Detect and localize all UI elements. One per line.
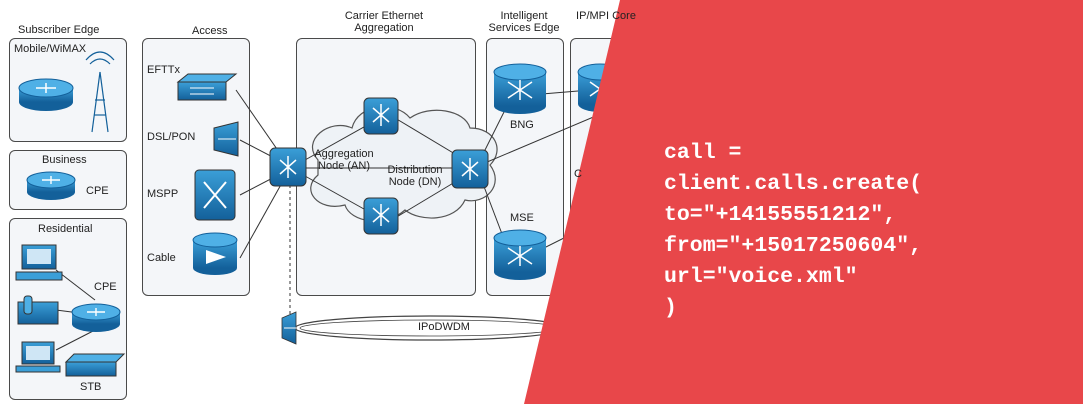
access-item-cable: Cable [147, 252, 176, 264]
distribution-node-label: Distribution Node (DN) [387, 164, 443, 188]
code-line: ) [664, 296, 677, 320]
business-label: Business [42, 154, 87, 166]
laptop-icon [15, 341, 61, 373]
dwdm-device-icon [281, 311, 297, 345]
access-heading: Access [192, 25, 228, 37]
access-item-dsl-pon: DSL/PON [147, 131, 196, 143]
partial-core-label: C [574, 168, 582, 180]
business-cpe-label: CPE [86, 185, 109, 197]
access-item-efttx: EFTTx [147, 64, 180, 76]
red-overlay-panel [524, 0, 1083, 404]
ethernet-cloud [310, 106, 498, 222]
phone-icon [17, 295, 59, 325]
code-line: url="voice.xml" [664, 265, 858, 289]
mspp-icon [194, 169, 236, 221]
residential-router-icon [71, 303, 121, 332]
mobile-router-icon [18, 78, 74, 111]
code-line: from="+15017250604", [664, 234, 923, 258]
mse-router-icon [493, 229, 547, 280]
mse-label: MSE [510, 212, 534, 224]
residential-label: Residential [38, 223, 93, 235]
cable-cmts-icon [192, 232, 238, 275]
ip-mpls-heading: IP/MPI Core [576, 10, 636, 22]
stb-label: STB [80, 381, 102, 393]
aggregation-node-icon [269, 147, 307, 187]
carrier-ethernet-heading: Carrier Ethernet Aggregation [344, 10, 424, 34]
code-line: client.calls.create( [664, 172, 923, 196]
code-line: call = [664, 141, 742, 165]
intelligent-services-heading: Intelligent Services Edge [488, 10, 560, 34]
access-item-mspp: MSPP [147, 188, 179, 200]
subscriber-edge-heading: Subscriber Edge [18, 24, 100, 36]
pc-icon [15, 244, 63, 281]
bng-router-icon [493, 63, 547, 114]
bottom-aggregation-switch-icon [363, 197, 399, 235]
stb-icon [64, 353, 126, 377]
dsl-pon-icon [213, 121, 239, 157]
mobile-wimax-label: Mobile/WiMAX [14, 43, 87, 55]
business-router-icon [26, 171, 76, 200]
aggregation-node-label: Aggregation Node (AN) [314, 148, 374, 172]
wimax-tower-icon [85, 51, 115, 133]
top-aggregation-switch-icon [363, 97, 399, 135]
ipodwdm-label: IPoDWDM [418, 321, 470, 333]
efttx-switch-icon [176, 73, 238, 101]
code-snippet: call = client.calls.create( to="+1415555… [664, 138, 1074, 324]
code-line: to="+14155551212", [664, 203, 897, 227]
bng-label: BNG [510, 119, 534, 131]
distribution-node-icon [451, 149, 489, 189]
residential-cpe-label: CPE [94, 281, 117, 293]
